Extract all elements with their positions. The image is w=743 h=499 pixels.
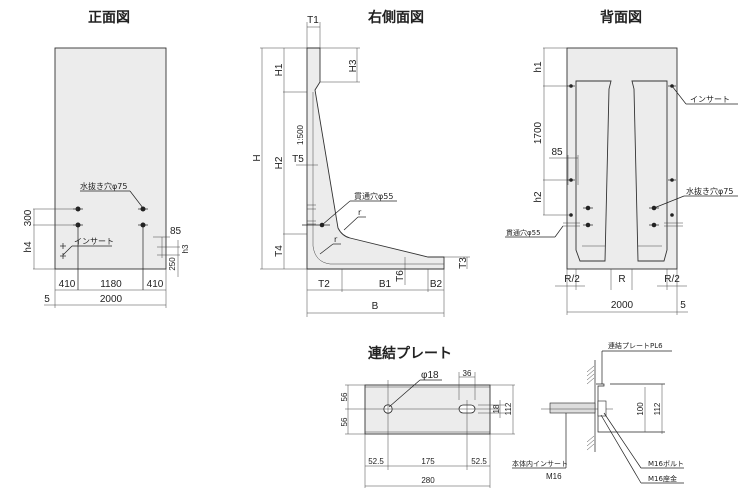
insert-label: インサート bbox=[74, 237, 114, 246]
drain-hole-label: 水抜き穴φ75 bbox=[686, 186, 733, 196]
dim-H1: H1 bbox=[274, 63, 285, 76]
hole-diameter-label: φ18 bbox=[421, 370, 439, 381]
dim-R: R bbox=[618, 274, 625, 285]
insert-size-label: M16 bbox=[546, 472, 562, 481]
dim-h2: h2 bbox=[533, 191, 544, 203]
dim-B2: B2 bbox=[430, 279, 443, 290]
through-hole-label: 貫通穴φ55 bbox=[354, 191, 393, 201]
dim-56-top: 56 bbox=[340, 392, 349, 401]
dim-85: 85 bbox=[170, 226, 182, 237]
dim-T6: T6 bbox=[395, 270, 406, 282]
dim-112: 112 bbox=[653, 402, 662, 415]
dim-R-half-left: R/2 bbox=[564, 274, 580, 285]
fillet-r-upper: r bbox=[358, 208, 362, 217]
dim-1700: 1700 bbox=[533, 121, 544, 144]
plate-section-label: 連結プレートPL6 bbox=[608, 341, 663, 350]
insert-mark bbox=[60, 243, 66, 249]
connecting-plate-view: 連結プレート φ18 36 56 56 18 112 52.5 175 52.5… bbox=[340, 345, 515, 488]
insert-mark bbox=[668, 178, 676, 182]
dim-H3: H3 bbox=[348, 59, 359, 72]
dim-5: 5 bbox=[44, 294, 50, 305]
dim-T5: T5 bbox=[292, 154, 304, 165]
dim-410-right: 410 bbox=[147, 279, 164, 290]
drain-hole bbox=[583, 222, 593, 228]
dim-H: H bbox=[252, 154, 263, 161]
dim-R-half-right: R/2 bbox=[664, 274, 680, 285]
back-view: 背面図 インサート 水抜き穴φ75 貫通穴φ55 h1 1700 h2 8 bbox=[505, 9, 738, 315]
drain-hole-label: 水抜き穴φ75 bbox=[80, 181, 127, 191]
dim-85: 85 bbox=[551, 147, 563, 158]
dim-36: 36 bbox=[463, 369, 472, 378]
dim-2000: 2000 bbox=[100, 294, 123, 305]
dim-T2: T2 bbox=[318, 279, 330, 290]
washer-label: M16座金 bbox=[648, 474, 677, 483]
dim-100: 100 bbox=[636, 402, 645, 416]
dim-410-left: 410 bbox=[59, 279, 76, 290]
buttress-left bbox=[575, 80, 612, 262]
dim-52.5-left: 52.5 bbox=[368, 457, 384, 466]
insert-mark bbox=[60, 253, 66, 259]
dim-250: 250 bbox=[168, 257, 177, 271]
insert-label: インサート bbox=[690, 95, 730, 104]
slope-ratio: 1:500 bbox=[296, 124, 305, 145]
dim-5: 5 bbox=[680, 300, 686, 311]
dim-B: B bbox=[372, 301, 379, 312]
dim-112: 112 bbox=[504, 402, 513, 415]
wall-hatching bbox=[586, 365, 595, 451]
front-view-title: 正面図 bbox=[88, 10, 130, 26]
bolt-head bbox=[597, 400, 607, 417]
dim-B1: B1 bbox=[379, 279, 392, 290]
back-view-title: 背面図 bbox=[600, 9, 642, 26]
dim-2000: 2000 bbox=[611, 300, 634, 311]
fillet-r-lower: r bbox=[334, 235, 338, 244]
dim-T4: T4 bbox=[274, 245, 285, 257]
plate-title: 連結プレート bbox=[368, 345, 452, 362]
through-hole-label: 貫通穴φ55 bbox=[506, 228, 541, 237]
dim-T3: T3 bbox=[458, 257, 469, 269]
insert-mark bbox=[670, 213, 674, 217]
dim-18: 18 bbox=[492, 404, 501, 413]
plate-section-outline bbox=[596, 383, 665, 433]
side-view-title: 右側面図 bbox=[367, 9, 424, 26]
dim-T1: T1 bbox=[307, 15, 319, 26]
buttress-right bbox=[631, 80, 668, 262]
dim-175: 175 bbox=[421, 457, 435, 466]
drain-hole bbox=[583, 205, 593, 211]
front-wall-body bbox=[54, 47, 167, 270]
dim-1180: 1180 bbox=[100, 279, 122, 290]
front-view: 正面図 水抜き穴φ75 インサート 300 h4 85 250 h3 410 1… bbox=[23, 10, 190, 308]
dim-h4: h4 bbox=[23, 241, 34, 253]
body-insert-label: 本体内インサート bbox=[512, 459, 568, 468]
dim-h3: h3 bbox=[181, 244, 190, 253]
dim-h1: h1 bbox=[533, 61, 544, 73]
bolt-label: M16ボルト bbox=[648, 460, 684, 468]
drain-hole bbox=[649, 222, 659, 228]
side-view: 右側面図 貫通穴φ55 r r T1 H3 H H1 H2 T4 1:500 T… bbox=[252, 9, 470, 317]
dim-56-bottom: 56 bbox=[340, 417, 349, 426]
embedded-insert bbox=[549, 402, 596, 414]
dim-280: 280 bbox=[421, 476, 435, 485]
dim-300: 300 bbox=[23, 209, 34, 226]
l-shaped-wall-section bbox=[306, 47, 445, 270]
dim-H2: H2 bbox=[274, 156, 285, 169]
plate-section-view: 連結プレートPL6 本体内インサート M16 M16ボルト M16座金 100 … bbox=[512, 341, 684, 484]
dim-52.5-right: 52.5 bbox=[471, 457, 487, 466]
drain-hole bbox=[138, 206, 148, 212]
